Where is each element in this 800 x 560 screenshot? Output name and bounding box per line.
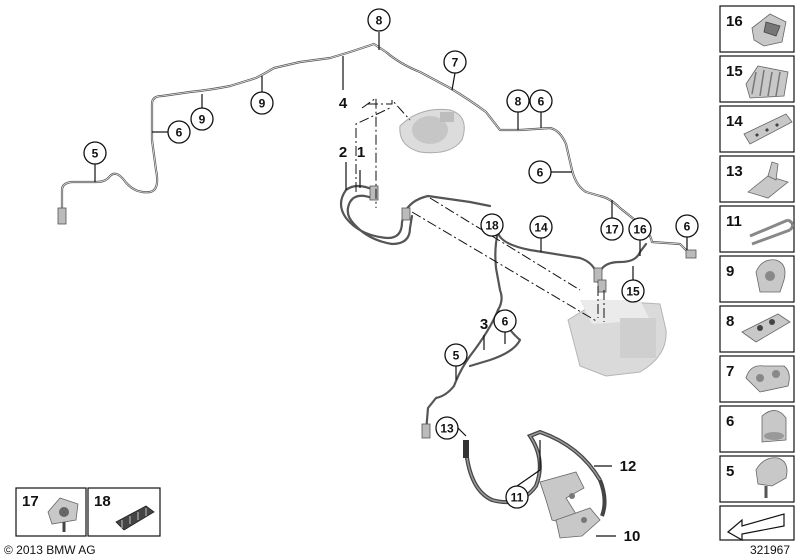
label-2: 2 (339, 144, 347, 161)
brake-pipe-main (57, 42, 697, 259)
svg-text:18: 18 (94, 493, 111, 510)
callout-13: 13 (435, 416, 459, 440)
callout-5-left: 5 (83, 141, 107, 165)
svg-text:6: 6 (537, 166, 544, 180)
svg-text:6: 6 (538, 95, 545, 109)
svg-text:15: 15 (626, 285, 640, 299)
svg-text:8: 8 (376, 14, 383, 28)
svg-text:11: 11 (511, 491, 524, 505)
svg-text:5: 5 (92, 147, 99, 161)
brake-pipe-1-2 (339, 184, 492, 246)
brake-pipe-14-15-18 (494, 230, 648, 312)
svg-text:13: 13 (726, 163, 743, 180)
connection-lines (355, 97, 605, 323)
svg-text:7: 7 (726, 363, 734, 380)
legend-item-11: 11 (719, 205, 795, 253)
svg-text:6: 6 (726, 413, 734, 430)
callout-5-lower: 5 (444, 343, 468, 367)
brake-booster (399, 108, 465, 154)
legend-item-15: 15 (719, 55, 795, 103)
svg-text:5: 5 (726, 463, 734, 480)
legend-item-7: 7 (719, 355, 795, 403)
callout-16: 16 (628, 217, 652, 241)
legend-item-6: 6 (719, 405, 795, 453)
svg-text:6: 6 (502, 315, 509, 329)
legend-arrow-icon (719, 505, 795, 542)
callout-6-lower: 6 (493, 309, 517, 333)
svg-text:8: 8 (726, 313, 734, 330)
legend-item-18: 18 (87, 487, 161, 537)
callout-9-a: 9 (250, 91, 274, 115)
callout-11: 11 (505, 485, 529, 509)
svg-text:6: 6 (176, 126, 183, 140)
legend-item-16: 16 (719, 5, 795, 53)
callout-6-mid-right: 6 (528, 160, 552, 184)
svg-text:16: 16 (633, 223, 647, 237)
legend-item-14: 14 (719, 105, 795, 153)
svg-text:18: 18 (485, 219, 499, 233)
callout-7: 7 (443, 50, 467, 74)
svg-text:13: 13 (440, 422, 454, 436)
callout-14: 14 (529, 215, 553, 239)
svg-text:17: 17 (22, 493, 39, 510)
svg-text:9: 9 (199, 113, 206, 127)
callout-6-upper-right: 6 (529, 89, 553, 113)
callout-6-far-right: 6 (675, 214, 699, 238)
svg-text:14: 14 (534, 221, 548, 235)
label-10: 10 (624, 528, 641, 545)
callout-18: 18 (480, 213, 504, 237)
legend-item-5: 5 (719, 455, 795, 503)
legend-item-13: 13 (719, 155, 795, 203)
callout-8-top: 8 (367, 8, 391, 32)
legend-item-9: 9 (719, 255, 795, 303)
diagram-number: 321967 (750, 543, 790, 557)
label-12: 12 (620, 458, 637, 475)
svg-text:6: 6 (684, 220, 691, 234)
svg-text:15: 15 (726, 63, 743, 80)
legend-item-8: 8 (719, 305, 795, 353)
svg-text:5: 5 (453, 349, 460, 363)
callout-6-left: 6 (167, 120, 191, 144)
svg-text:17: 17 (605, 223, 619, 237)
svg-text:9: 9 (259, 97, 266, 111)
svg-text:16: 16 (726, 13, 743, 30)
legend-item-17: 17 (15, 487, 87, 537)
label-4: 4 (339, 95, 348, 112)
callout-9-b: 9 (190, 107, 214, 131)
label-1: 1 (357, 144, 365, 161)
copyright-text: © 2013 BMW AG (4, 543, 96, 557)
svg-text:9: 9 (726, 263, 734, 280)
callout-8-right: 8 (506, 89, 530, 113)
brake-hose-assembly (463, 429, 607, 539)
label-3: 3 (480, 316, 488, 333)
abs-unit (567, 299, 667, 377)
svg-text:14: 14 (726, 113, 743, 130)
svg-text:7: 7 (452, 56, 459, 70)
callout-17: 17 (600, 217, 624, 241)
svg-text:11: 11 (726, 213, 742, 230)
svg-text:8: 8 (515, 95, 522, 109)
callout-15: 15 (621, 279, 645, 303)
